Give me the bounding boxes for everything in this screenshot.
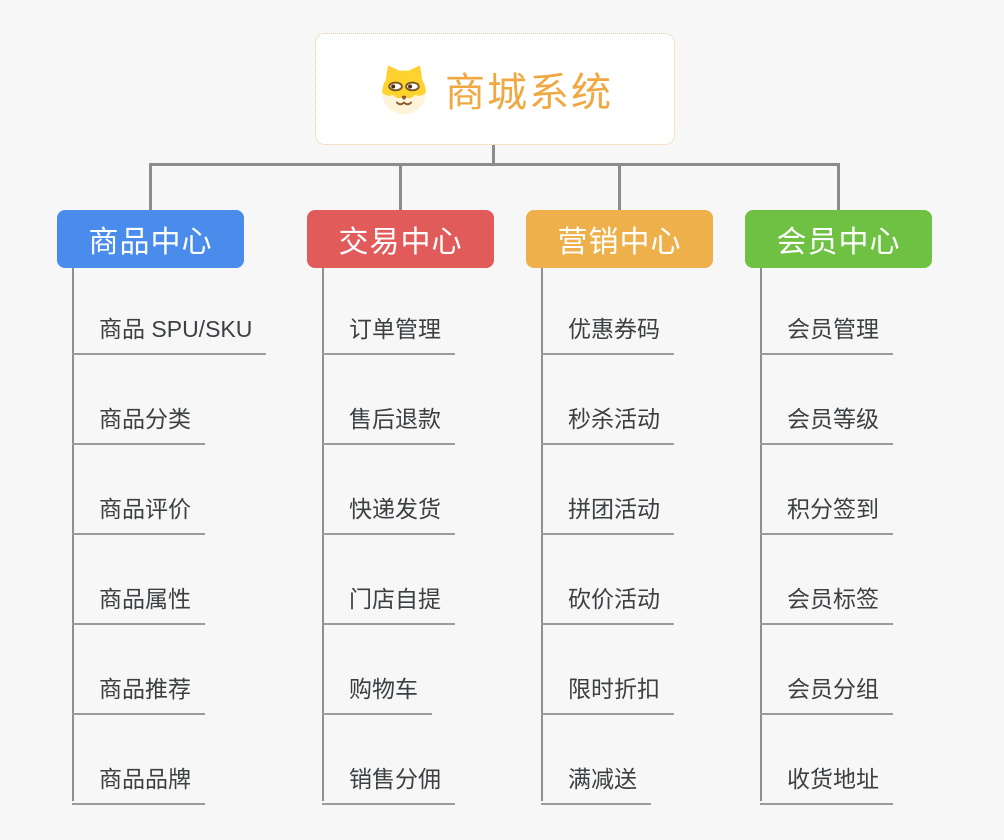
leaf-item-product-review[interactable]: 商品评价 xyxy=(72,494,205,536)
leaf-item-product-spu-sku[interactable]: 商品 SPU/SKU xyxy=(72,314,267,356)
branch-node-trade-center[interactable]: 交易中心 xyxy=(307,210,494,268)
leaf-item-flash-sale[interactable]: 秒杀活动 xyxy=(541,404,674,446)
leaf-item-express-shipping[interactable]: 快递发货 xyxy=(322,494,455,536)
connector-stub-members xyxy=(837,165,840,210)
branch-label: 会员中心 xyxy=(776,226,901,259)
leaf-item-coupon-code[interactable]: 优惠券码 xyxy=(541,314,674,356)
leaf-item-product-attribute[interactable]: 商品属性 xyxy=(72,584,205,626)
leaf-column-marketing-center: 优惠券码 秒杀活动 拼团活动 砍价活动 限时折扣 满减送 xyxy=(541,268,771,806)
connector-stub-products xyxy=(149,165,152,210)
root-node-mall-system[interactable]: 商城系统 xyxy=(315,33,675,145)
branch-label: 营销中心 xyxy=(557,226,682,259)
leaf-item-member-groups[interactable]: 会员分组 xyxy=(760,674,893,716)
leaf-item-store-pickup[interactable]: 门店自提 xyxy=(322,584,455,626)
leaf-item-shipping-address[interactable]: 收货地址 xyxy=(760,764,893,806)
leaf-item-product-category[interactable]: 商品分类 xyxy=(72,404,205,446)
leaf-item-member-tags[interactable]: 会员标签 xyxy=(760,584,893,626)
connector-horizontal-bus xyxy=(149,163,840,166)
leaf-item-member-level[interactable]: 会员等级 xyxy=(760,404,893,446)
leaf-column-trade-center: 订单管理 售后退款 快递发货 门店自提 购物车 销售分佣 xyxy=(322,268,552,806)
leaf-item-sales-commission[interactable]: 销售分佣 xyxy=(322,764,455,806)
leaf-item-product-brand[interactable]: 商品品牌 xyxy=(72,764,205,806)
branch-node-marketing-center[interactable]: 营销中心 xyxy=(526,210,713,268)
branch-label: 交易中心 xyxy=(338,226,463,259)
branch-node-product-center[interactable]: 商品中心 xyxy=(57,210,244,268)
connector-root-vertical xyxy=(492,145,495,165)
leaf-item-member-management[interactable]: 会员管理 xyxy=(760,314,893,356)
leaf-item-points-checkin[interactable]: 积分签到 xyxy=(760,494,893,536)
leaf-item-aftersale-refund[interactable]: 售后退款 xyxy=(322,404,455,446)
leaf-item-bargain-activity[interactable]: 砍价活动 xyxy=(541,584,674,626)
leaf-item-product-recommend[interactable]: 商品推荐 xyxy=(72,674,205,716)
branch-node-member-center[interactable]: 会员中心 xyxy=(745,210,932,268)
leaf-item-shopping-cart[interactable]: 购物车 xyxy=(322,674,432,716)
leaf-column-product-center: 商品 SPU/SKU 商品分类 商品评价 商品属性 商品推荐 商品品牌 xyxy=(72,268,302,806)
connector-stub-trade xyxy=(399,165,402,210)
leaf-column-member-center: 会员管理 会员等级 积分签到 会员标签 会员分组 收货地址 xyxy=(760,268,990,806)
dog-face-icon xyxy=(382,65,426,115)
leaf-item-group-buy[interactable]: 拼团活动 xyxy=(541,494,674,536)
root-title: 商城系统 xyxy=(445,71,613,115)
leaf-item-order-management[interactable]: 订单管理 xyxy=(322,314,455,356)
leaf-item-limited-time-discount[interactable]: 限时折扣 xyxy=(541,674,674,716)
branch-label: 商品中心 xyxy=(88,226,213,259)
connector-stub-marketing xyxy=(618,165,621,210)
leaf-item-spend-and-save[interactable]: 满减送 xyxy=(541,764,651,806)
